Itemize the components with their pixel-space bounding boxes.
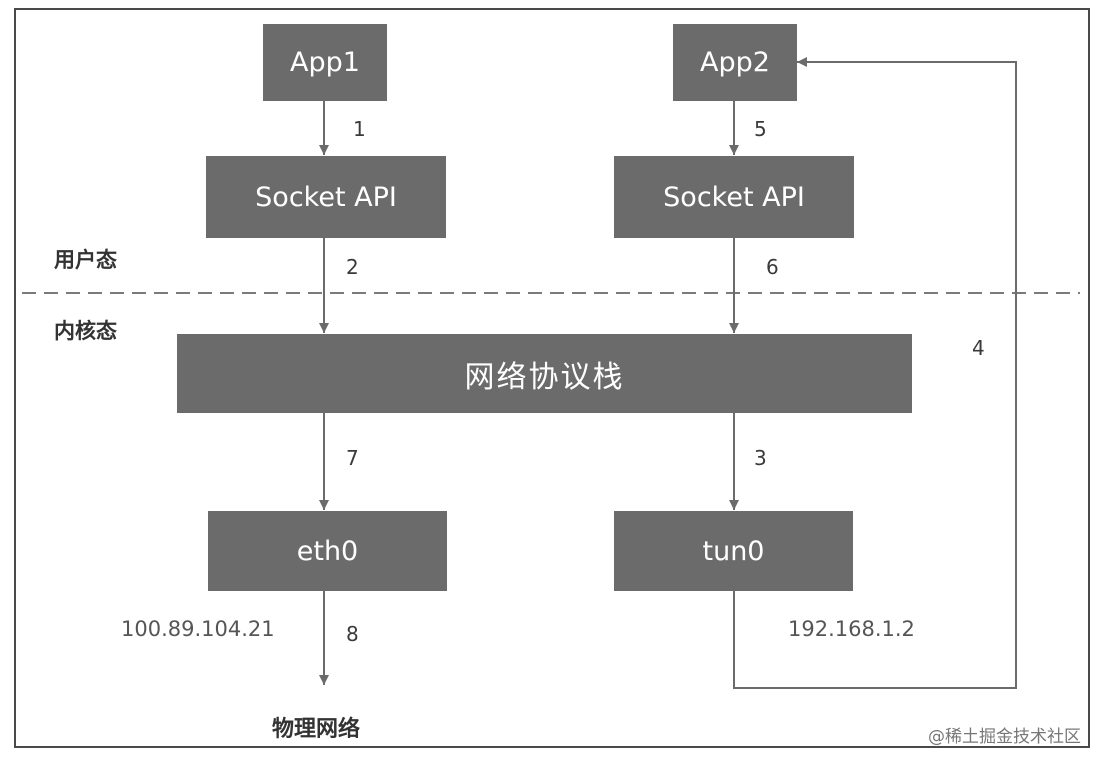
tun0-ip-label: 192.168.1.2 [788,617,915,641]
step-2-label: 2 [346,255,359,279]
watermark: @稀土掘金技术社区 [928,727,1081,747]
app2-box: App2 [673,24,797,101]
diagram-frame [14,8,1090,748]
step-8-label: 8 [346,622,359,646]
socket-api-left-box: Socket API [206,156,446,238]
step-3-label: 3 [754,446,767,470]
eth0-ip-label: 100.89.104.21 [121,617,275,641]
step-5-label: 5 [754,117,767,141]
step-1-label: 1 [353,117,366,141]
user-space-label: 用户态 [54,248,117,272]
eth0-box: eth0 [208,511,447,591]
step-7-label: 7 [346,446,359,470]
socket-api-right-box: Socket API [614,156,854,238]
arrow-step-4-loop [733,57,1017,689]
network-stack-box: 网络协议栈 [177,334,912,413]
step-4-label: 4 [972,336,985,360]
physical-network-label: 物理网络 [272,717,361,742]
app1-box: App1 [263,24,387,101]
tun0-box: tun0 [614,511,853,591]
step-6-label: 6 [766,255,779,279]
kernel-space-label: 内核态 [54,319,117,343]
